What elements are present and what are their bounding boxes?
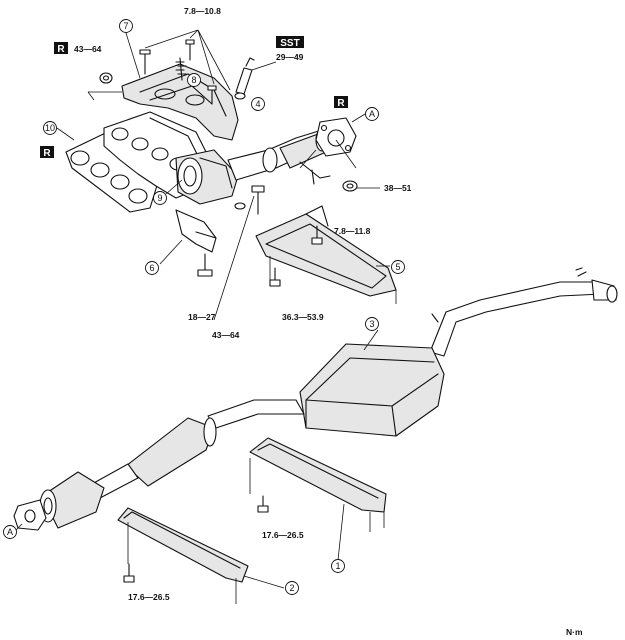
stud-bolt (175, 57, 187, 81)
svg-text:R: R (43, 148, 51, 159)
callout-3: 3 (365, 317, 379, 331)
torque-unit: N·m (566, 627, 583, 637)
callout-6: 6 (145, 261, 159, 275)
svg-text:3: 3 (369, 319, 374, 329)
front-flange (315, 117, 357, 157)
svg-text:1: 1 (335, 561, 340, 571)
svg-text:7: 7 (123, 21, 128, 31)
svg-text:6: 6 (149, 263, 154, 273)
svg-text:4: 4 (255, 99, 260, 109)
callout-5: 5 (391, 260, 405, 274)
badge-r-left: R (40, 146, 54, 159)
svg-text:A: A (369, 109, 375, 119)
bolt-manifold-lower (234, 185, 265, 215)
torque-18-27: 18—27 (188, 312, 216, 322)
torque-43-64-bottom: 43—64 (212, 330, 240, 340)
lower-flange (13, 499, 47, 531)
callout-a-top: A (365, 107, 379, 121)
torque-7-8-11-8: 7.8—11.8 (334, 226, 371, 236)
front-pipe-upper (227, 128, 331, 185)
manifold-catalyst (175, 149, 239, 205)
svg-text:R: R (337, 98, 345, 109)
callout-7: 7 (119, 19, 133, 33)
svg-text:A: A (7, 527, 13, 537)
svg-text:9: 9 (157, 193, 162, 203)
bolts-heat-insulator (139, 39, 217, 105)
badge-sst: SST (276, 36, 304, 49)
lower-catalyst (39, 471, 105, 529)
tailpipe (429, 267, 618, 357)
callout-4: 4 (251, 97, 265, 111)
callout-1: 1 (331, 559, 345, 573)
svg-text:5: 5 (395, 262, 400, 272)
callout-a-bottom: A (3, 525, 17, 539)
insulator-1 (249, 437, 387, 532)
svg-text:8: 8 (191, 75, 196, 85)
badge-r-top-left: R (54, 42, 68, 55)
insulator-2 (117, 507, 249, 604)
insulator-5 (255, 205, 397, 304)
callout-9: 9 (153, 191, 167, 205)
bracket-6 (175, 209, 217, 277)
oxygen-sensor (234, 57, 255, 100)
svg-text:R: R (57, 44, 65, 55)
svg-text:2: 2 (289, 583, 294, 593)
torque-38-51: 38—51 (384, 183, 412, 193)
callout-8: 8 (187, 73, 201, 87)
badge-r-right: R (334, 96, 348, 109)
torque-17-6-26-5-b: 17.6—26.5 (128, 592, 170, 602)
svg-text:SST: SST (280, 38, 299, 49)
torque-7-8-10-8: 7.8—10.8 (184, 6, 221, 16)
nut-top-left (99, 72, 113, 84)
torque-29-49: 29—49 (276, 52, 304, 62)
callout-10: 10 (43, 121, 57, 135)
callout-2: 2 (285, 581, 299, 595)
heat-insulator (121, 63, 239, 141)
torque-43-64-top: 43—64 (74, 44, 102, 54)
main-silencer (299, 343, 445, 437)
torque-17-6-26-5-a: 17.6—26.5 (262, 530, 304, 540)
nut-right (342, 180, 358, 192)
svg-text:10: 10 (45, 123, 55, 133)
torque-36-3-53-9: 36.3—53.9 (282, 312, 324, 322)
